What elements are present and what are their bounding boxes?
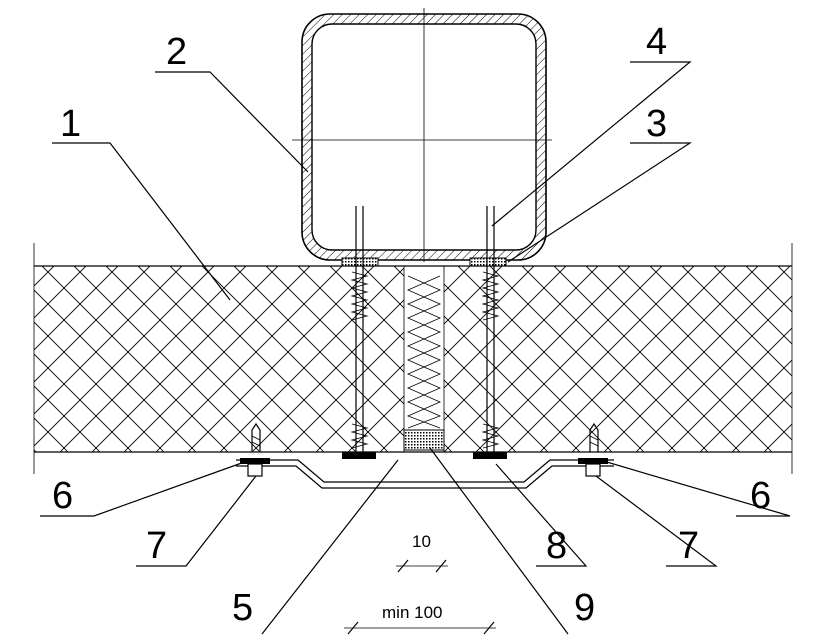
label-3: 3 — [646, 103, 667, 145]
seal-strip-right — [469, 257, 507, 267]
screw-left — [342, 206, 376, 459]
label-8: 8 — [546, 525, 567, 567]
dimension-overlap-text: min 100 — [382, 603, 442, 622]
label-5: 5 — [232, 587, 253, 629]
label-1: 1 — [60, 103, 81, 145]
screw-right — [473, 206, 507, 459]
label-6-right: 6 — [750, 475, 771, 517]
label-6-left: 6 — [52, 475, 73, 517]
dimension-overlap — [344, 621, 496, 635]
label-2: 2 — [166, 31, 187, 73]
rivet-right — [578, 422, 608, 477]
label-7-right: 7 — [678, 525, 699, 567]
dimension-gap — [396, 559, 448, 573]
seal-strip-left — [341, 257, 379, 267]
dimension-gap-text: 10 — [412, 532, 431, 551]
cover-flashing — [236, 459, 614, 489]
joint-filler — [403, 275, 445, 451]
label-9: 9 — [574, 587, 595, 629]
leader-lines — [40, 61, 791, 635]
steel-tube — [292, 8, 552, 262]
label-7-left: 7 — [146, 525, 167, 567]
rivet-left — [240, 422, 270, 477]
label-4: 4 — [646, 21, 667, 63]
